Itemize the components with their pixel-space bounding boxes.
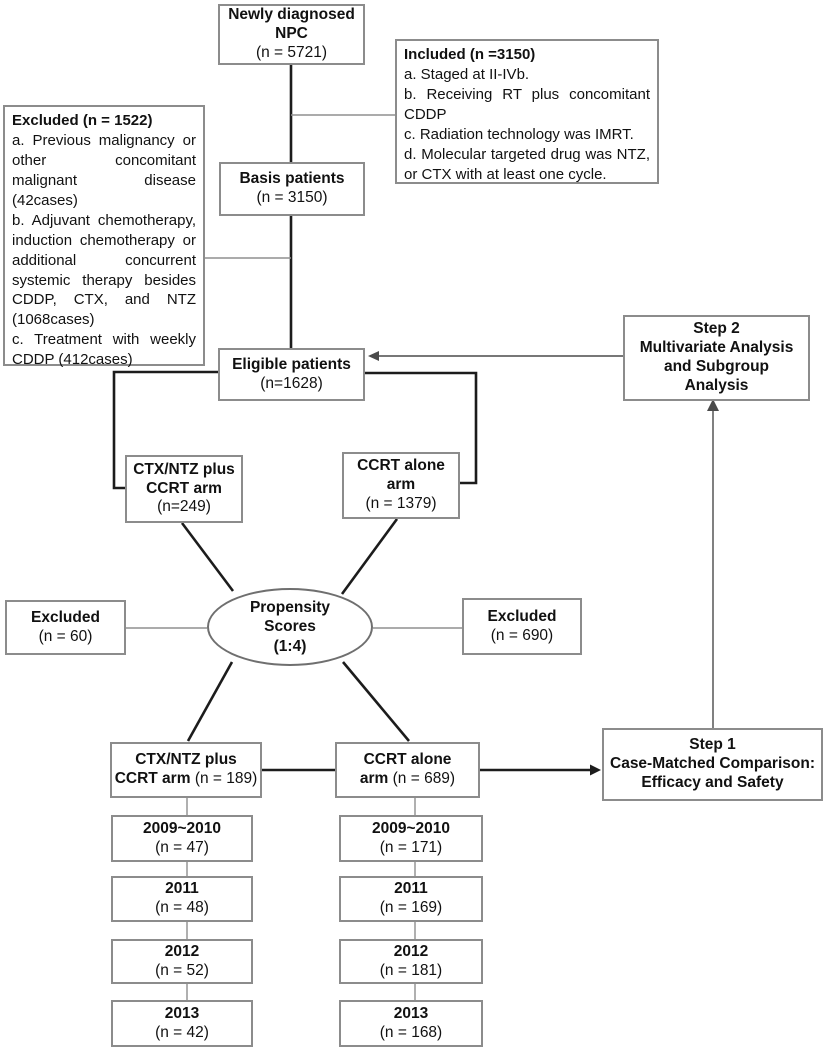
node-count: (n=249) (157, 498, 211, 516)
node-year-ctx-2012: 2012 (n = 52) (111, 939, 253, 984)
year-count: (n = 171) (379, 838, 443, 856)
included-item-c: c. Radiation technology was IMRT. (404, 125, 634, 143)
included-heading: Included (n =3150) (404, 46, 536, 63)
ellipse-line: Propensity (249, 598, 331, 616)
node-title: CCRT arm (114, 770, 191, 787)
node-step1-case-matched-comparison: Step 1 Case-Matched Comparison: Efficacy… (602, 728, 823, 801)
year-label: 2011 (394, 880, 428, 898)
year-label: 2012 (393, 942, 429, 960)
node-title: Newly diagnosed (228, 6, 355, 24)
step2-line: Multivariate Analysis (639, 339, 794, 357)
excluded-item-a: a. Previous malignancy or other concomit… (12, 131, 196, 209)
node-excluded-60: Excluded (n = 60) (5, 600, 126, 655)
step2-line: Analysis (684, 376, 749, 394)
node-ctx-ntz-ccrt-arm-upper: CTX/NTZ plus CCRT arm (n=249) (125, 455, 243, 523)
node-year-ctx-2013: 2013 (n = 42) (111, 1000, 253, 1047)
node-count: (n = 1379) (365, 494, 437, 512)
included-item-b: b. Receiving RT plus concomitant CDDP (404, 85, 650, 123)
node-title: Eligible patients (232, 355, 351, 373)
year-label: 2011 (165, 880, 199, 898)
thick-connector-lines (112, 64, 594, 772)
node-count: (n = 3150) (256, 189, 328, 206)
node-title: arm (359, 770, 389, 787)
node-year-ccrt-2011: 2011 (n = 169) (339, 876, 483, 922)
node-title: Excluded (31, 608, 100, 626)
node-count: (n = 60) (38, 627, 93, 645)
step1-line: Case-Matched Comparison: (610, 755, 815, 773)
year-count: (n = 42) (155, 1023, 209, 1041)
step1-line: Efficacy and Safety (641, 773, 784, 791)
step1-line: Step 1 (689, 736, 736, 754)
step2-line: Step 2 (693, 320, 740, 338)
node-included-criteria: Included (n =3150) a. Staged at II-IVb. … (395, 39, 659, 184)
node-ctx-ntz-ccrt-arm-matched: CTX/NTZ plus CCRT arm (n = 189) (110, 742, 262, 798)
node-basis-patients: Basis patients (n = 3150) (219, 162, 365, 216)
node-count: (n=1628) (260, 374, 323, 392)
node-newly-diagnosed-npc: Newly diagnosed NPC (n = 5721) (218, 4, 365, 65)
node-title: NPC (275, 25, 308, 43)
node-title: Basis patients (239, 170, 345, 188)
node-year-ctx-2009-2010: 2009~2010 (n = 47) (111, 815, 253, 862)
node-ccrt-alone-arm-matched: CCRT alone arm (n = 689) (335, 742, 480, 798)
year-count: (n = 47) (155, 838, 209, 856)
node-title: CCRT arm (146, 479, 222, 497)
included-item-d: d. Molecular targeted drug was NTZ, or C… (404, 145, 650, 183)
node-title: CTX/NTZ plus (135, 751, 237, 769)
ellipse-line: Scores (264, 618, 316, 636)
node-title: CCRT alone (363, 751, 452, 769)
step2-line: and Subgroup (663, 358, 770, 375)
ellipse-line: (1:4) (273, 637, 307, 655)
year-count: (n = 48) (155, 899, 209, 916)
node-year-ccrt-2009-2010: 2009~2010 (n = 171) (339, 815, 483, 862)
node-title-count: CCRT arm (n = 189) (115, 770, 258, 789)
year-label: 2009~2010 (142, 819, 221, 837)
node-excluded-criteria: Excluded (n = 1522) a. Previous malignan… (3, 105, 205, 368)
arrowheads (368, 351, 719, 776)
arrow-lines (378, 355, 714, 728)
node-count: (n = 689) (392, 770, 456, 787)
node-year-ccrt-2012: 2012 (n = 181) (339, 939, 483, 984)
node-year-ccrt-2013: 2013 (n = 168) (339, 1000, 483, 1047)
thin-connector-lines (126, 114, 462, 1000)
year-count: (n = 168) (379, 1023, 443, 1041)
node-title: Excluded (487, 607, 557, 625)
node-title: arm (386, 476, 416, 494)
included-item-a: a. Staged at II-IVb. (404, 65, 530, 83)
node-title: CTX/NTZ plus (133, 460, 235, 478)
node-excluded-690: Excluded (n = 690) (462, 598, 582, 655)
node-eligible-patients: Eligible patients (n=1628) (218, 348, 365, 401)
year-count: (n = 181) (379, 961, 443, 979)
node-count: (n = 5721) (255, 43, 328, 61)
year-count: (n = 169) (379, 899, 443, 916)
node-count: (n = 690) (490, 626, 554, 644)
node-year-ctx-2011: 2011 (n = 48) (111, 876, 253, 922)
node-title-count: arm (n = 689) (360, 770, 455, 789)
excluded-item-c: c. Treatment with weekly CDDP (412cases) (12, 331, 196, 369)
node-propensity-scores: Propensity Scores (1:4) (207, 588, 373, 666)
year-label: 2009~2010 (371, 819, 450, 837)
node-count: (n = 189) (194, 770, 258, 787)
year-label: 2013 (393, 1004, 429, 1022)
year-label: 2013 (164, 1004, 200, 1022)
node-step2-multivariate-analysis: Step 2 Multivariate Analysis and Subgrou… (623, 315, 810, 401)
year-label: 2012 (164, 942, 200, 960)
excluded-heading: Excluded (n = 1522) (12, 112, 153, 129)
excluded-item-b: b. Adjuvant chemotherapy, induction chem… (12, 211, 196, 329)
year-count: (n = 52) (155, 961, 209, 979)
node-ccrt-alone-arm-upper: CCRT alone arm (n = 1379) (342, 452, 460, 519)
node-title: CCRT alone (357, 457, 445, 475)
